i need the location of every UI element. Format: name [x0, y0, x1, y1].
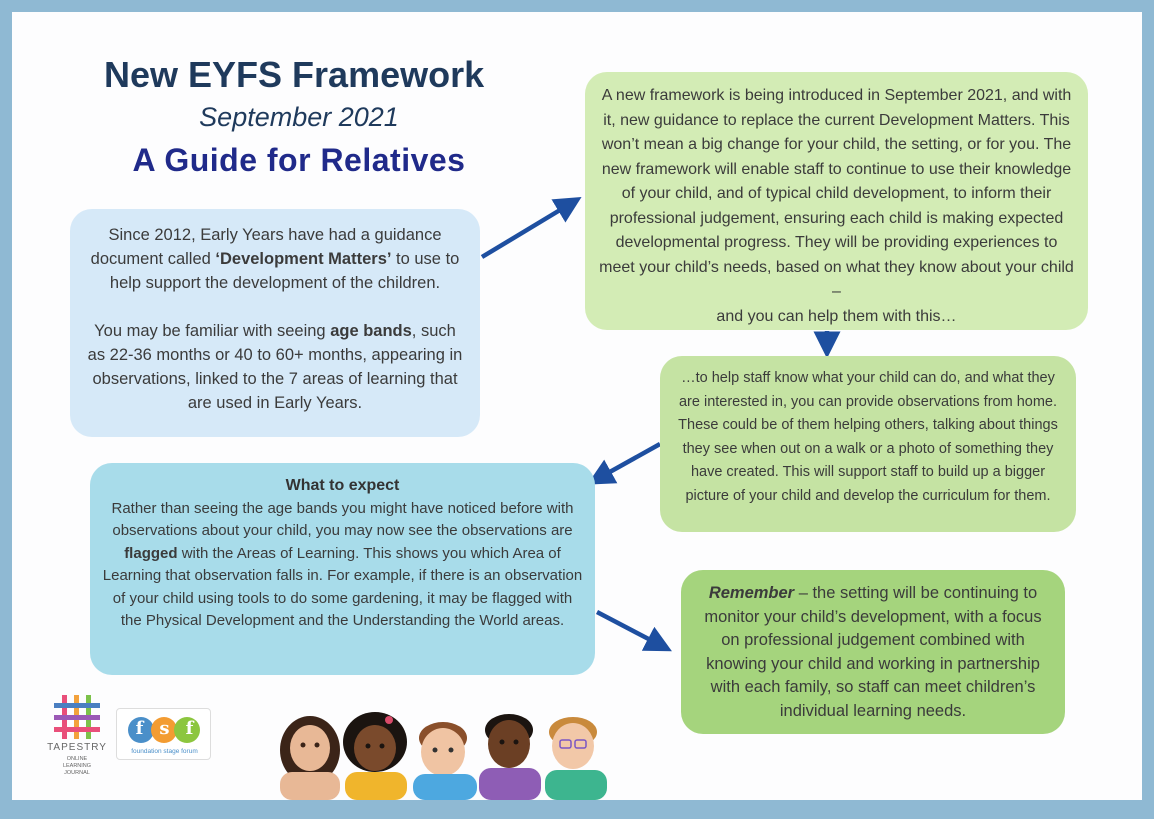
child-1 [280, 716, 340, 800]
tapestry-subtitle: ONLINE LEARNING JOURNAL [62, 756, 92, 776]
fsf-letters: f s f [135, 718, 194, 739]
child-2 [343, 712, 407, 800]
framework-text: A new framework is being introduced in S… [599, 87, 1074, 300]
intro-paragraph-1: Since 2012, Early Years have had a guida… [90, 226, 460, 292]
tapestry-logo: TAPESTRY ONLINE LEARNING JOURNAL [42, 695, 112, 785]
remember-text: Remember – the setting will be continuin… [704, 584, 1042, 720]
framework-box: A new framework is being introduced in S… [585, 72, 1088, 330]
child-5 [545, 717, 607, 800]
age-bands-term: age bands [330, 322, 412, 340]
child-4 [479, 714, 541, 800]
intro-box: Since 2012, Early Years have had a guida… [70, 209, 480, 437]
intro-paragraph-2: You may be familiar with seeing age band… [87, 322, 463, 412]
fsf-logo: f s f foundation stage forum [116, 708, 211, 760]
tapestry-name: TAPESTRY [47, 742, 107, 753]
arrow-icon [587, 442, 662, 485]
what-to-expect-box: What to expect Rather than seeing the ag… [90, 463, 595, 675]
fsf-caption: foundation stage forum [131, 748, 198, 755]
tapestry-logo-icon [54, 695, 100, 739]
arrow-icon [480, 197, 582, 259]
poster-page: New EYFS Framework September 2021 A Guid… [12, 12, 1142, 800]
fsf-logo-icon [128, 717, 200, 743]
title-main: New EYFS Framework [104, 54, 485, 95]
what-to-expect-text: Rather than seeing the age bands you mig… [102, 499, 583, 630]
arrows-layer [480, 197, 841, 652]
child-3 [413, 722, 477, 800]
flagged-term: flagged [124, 544, 178, 562]
remember-box: Remember – the setting will be continuin… [681, 570, 1065, 734]
arrow-icon [595, 610, 672, 652]
remember-label: Remember [708, 584, 795, 602]
framework-last-line: and you can help them with this… [716, 307, 957, 325]
observations-box: …to help staff know what your child can … [660, 356, 1076, 532]
development-matters-term: ‘Development Matters’ [215, 250, 392, 268]
what-to-expect-heading: What to expect [285, 477, 400, 494]
title-date: September 2021 [199, 102, 399, 132]
children-illustration [280, 712, 607, 800]
observations-text: …to help staff know what your child can … [678, 370, 1058, 504]
title-guide: A Guide for Relatives [132, 142, 466, 178]
